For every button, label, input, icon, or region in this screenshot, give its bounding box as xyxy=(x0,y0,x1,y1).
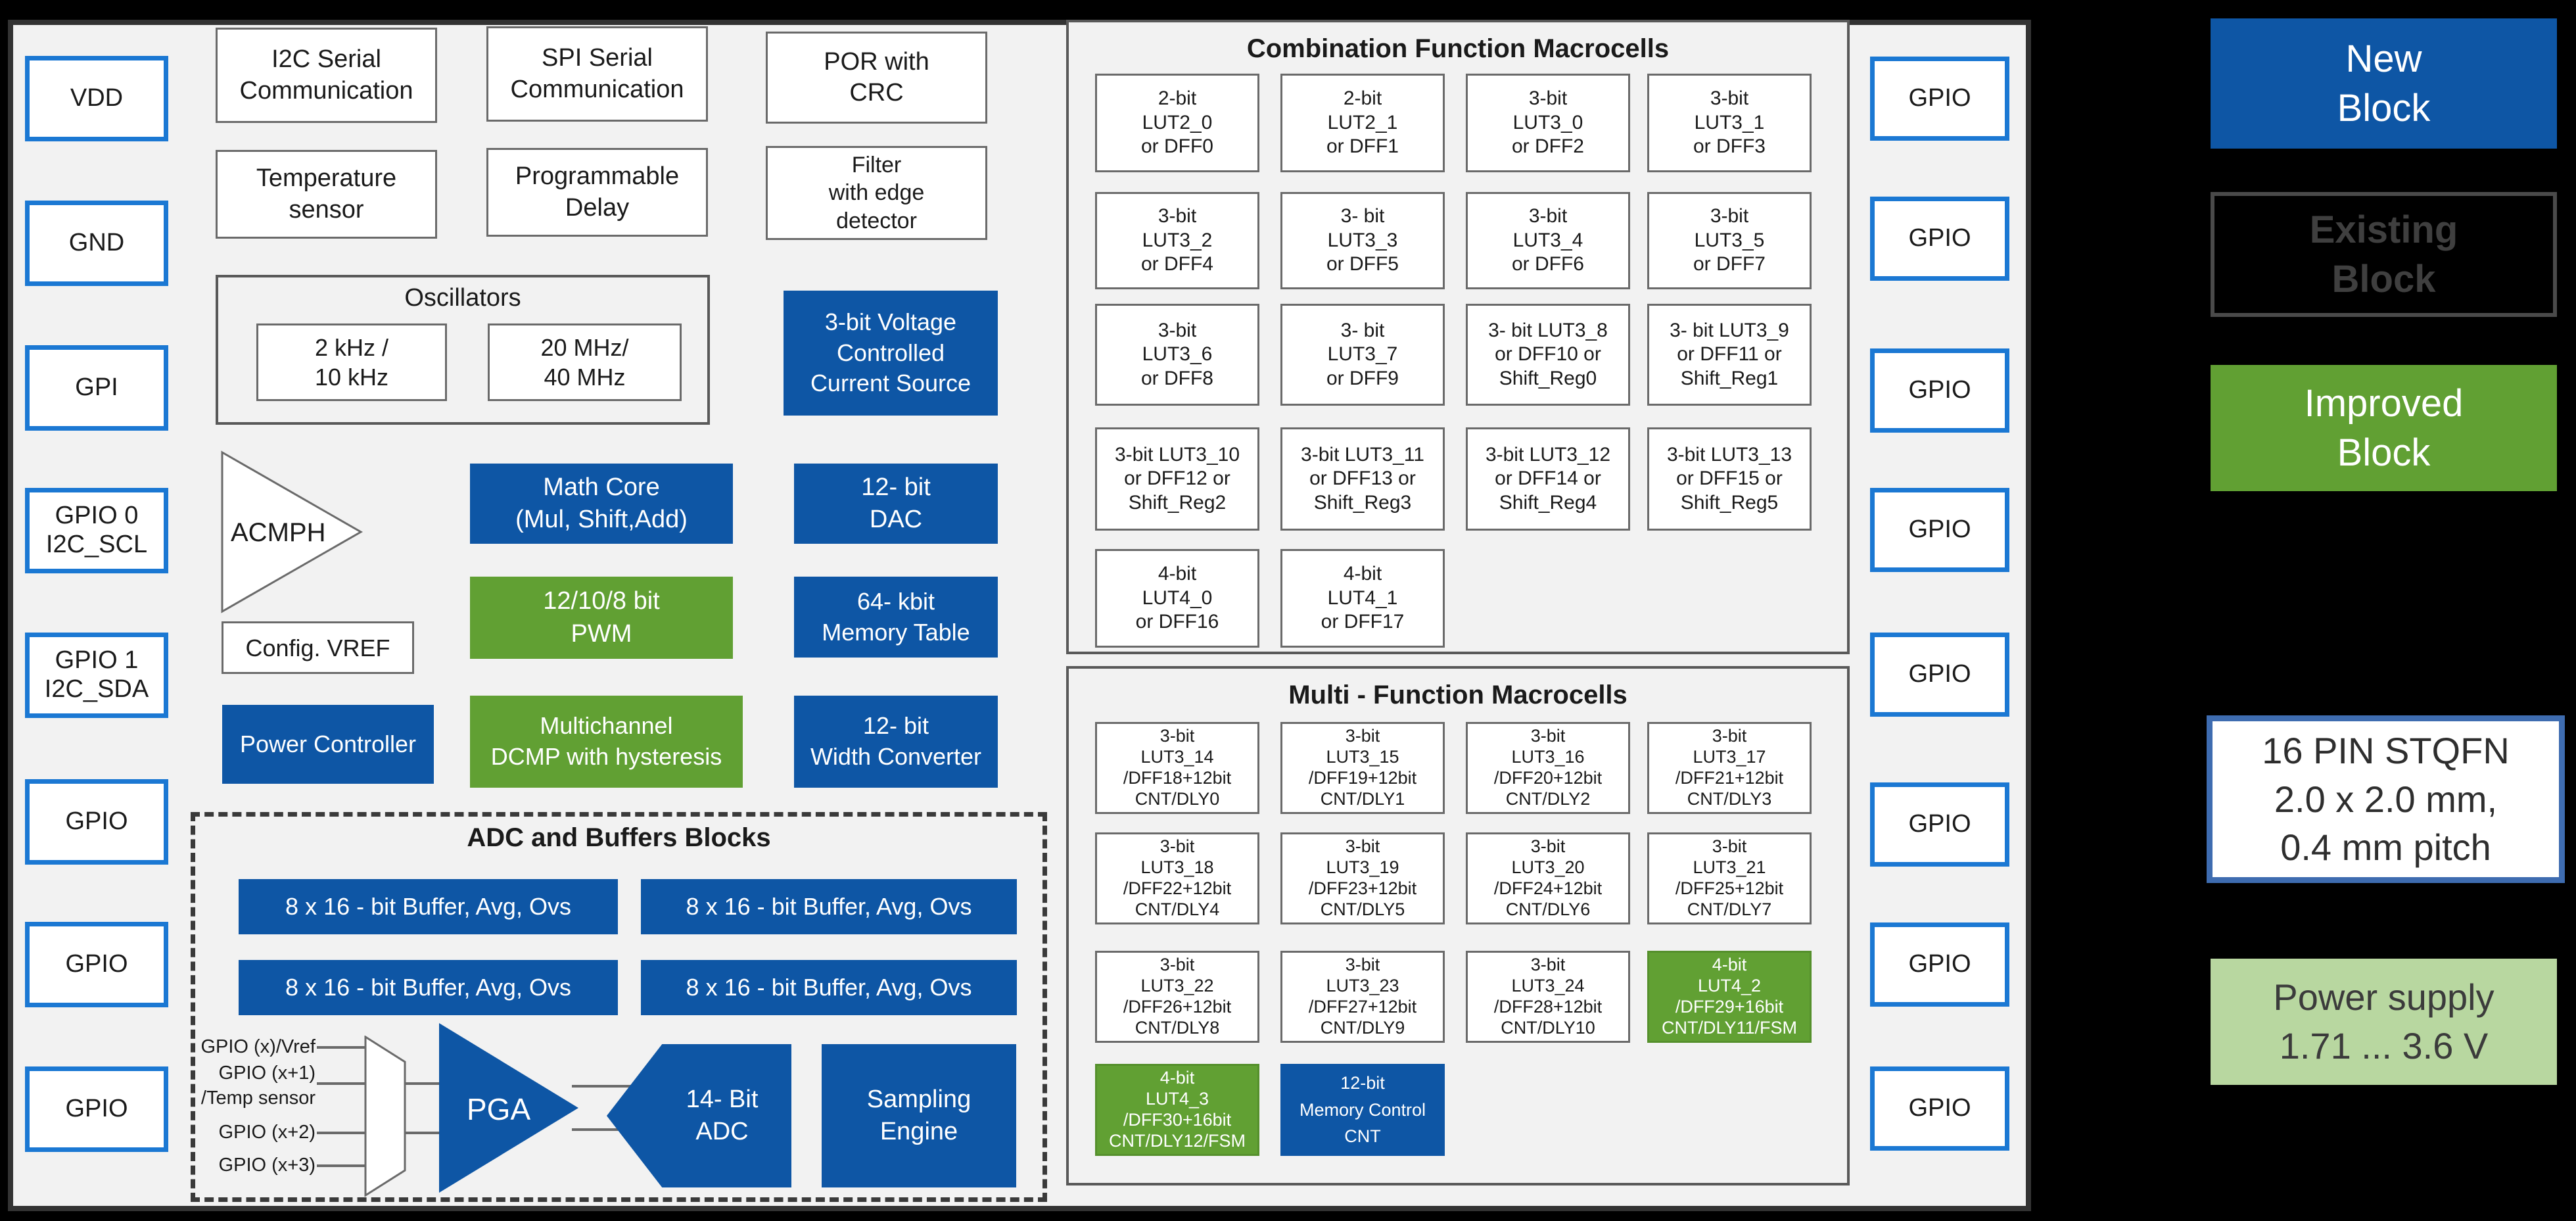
pin-gpio0-i2c-scl: GPIO 0 I2C_SCL xyxy=(25,488,168,573)
macrocell-lut3-21: 3-bit LUT3_21 /DFF25+12bit CNT/DLY7 xyxy=(1647,832,1812,924)
pin-gnd: GND xyxy=(25,201,168,286)
macrocell-lut2-1: 2-bit LUT2_1 or DFF1 xyxy=(1280,74,1445,172)
pin-gpio-right-1: GPIO xyxy=(1870,197,2009,281)
buffer-block-0: 8 x 16 - bit Buffer, Avg, Ovs xyxy=(239,879,618,934)
block-config-vref: Config. VREF xyxy=(222,621,414,674)
adc-buffers-title: ADC and Buffers Blocks xyxy=(467,823,771,852)
pin-gpio-left-7: GPIO xyxy=(25,1066,168,1152)
macrocell-lut3-4: 3-bit LUT3_4 or DFF6 xyxy=(1466,192,1630,289)
block-memory-table: 64- kbit Memory Table xyxy=(794,577,998,658)
acmph-label: ACMPH xyxy=(231,518,325,547)
multi-macrocells-title: Multi - Function Macrocells xyxy=(1288,681,1628,709)
block-power-controller: Power Controller xyxy=(222,705,434,784)
macrocell-lut3-15: 3-bit LUT3_15 /DFF19+12bit CNT/DLY1 xyxy=(1280,722,1445,814)
oscillator-high-freq: 20 MHz/ 40 MHz xyxy=(488,323,682,401)
macrocell-lut3-3: 3- bit LUT3_3 or DFF5 xyxy=(1280,192,1445,289)
macrocell-lut4-2-fsm: 4-bit LUT4_2 /DFF29+16bit CNT/DLY11/FSM xyxy=(1647,951,1812,1043)
pin-vdd: VDD xyxy=(25,56,168,141)
macrocell-lut3-0: 3-bit LUT3_0 or DFF2 xyxy=(1466,74,1630,172)
macrocell-lut3-5: 3-bit LUT3_5 or DFF7 xyxy=(1647,192,1812,289)
macrocell-lut4-3-fsm: 4-bit LUT4_3 /DFF30+16bit CNT/DLY12/FSM xyxy=(1095,1064,1259,1156)
pin-gpio-right-5: GPIO xyxy=(1870,782,2009,867)
macrocell-lut3-1: 3-bit LUT3_1 or DFF3 xyxy=(1647,74,1812,172)
macrocell-lut3-13-shiftreg5: 3-bit LUT3_13 or DFF15 or Shift_Reg5 xyxy=(1647,427,1812,531)
adc-input-gpio-x1: GPIO (x+1) xyxy=(218,1063,316,1084)
macrocell-lut3-23: 3-bit LUT3_23 /DFF27+12bit CNT/DLY9 xyxy=(1280,951,1445,1043)
macrocell-lut3-16: 3-bit LUT3_16 /DFF20+12bit CNT/DLY2 xyxy=(1466,722,1630,814)
macrocell-lut3-9-shiftreg1: 3- bit LUT3_9 or DFF11 or Shift_Reg1 xyxy=(1647,304,1812,406)
pin-gpio-left-5: GPIO xyxy=(25,779,168,865)
wire-input-0 xyxy=(317,1046,365,1049)
macrocell-lut3-19: 3-bit LUT3_19 /DFF23+12bit CNT/DLY5 xyxy=(1280,832,1445,924)
pin-gpio-right-6: GPIO xyxy=(1870,922,2009,1007)
block-filter-edge-detector: Filter with edge detector xyxy=(766,146,987,240)
block-voltage-controlled-current-source: 3-bit Voltage Controlled Current Source xyxy=(784,291,998,416)
block-i2c-serial: I2C Serial Communication xyxy=(216,28,437,123)
macrocell-lut3-20: 3-bit LUT3_20 /DFF24+12bit CNT/DLY6 xyxy=(1466,832,1630,924)
macrocell-lut3-24: 3-bit LUT3_24 /DFF28+12bit CNT/DLY10 xyxy=(1466,951,1630,1043)
pin-gpio-right-0: GPIO xyxy=(1870,57,2009,141)
macrocell-lut3-8-shiftreg0: 3- bit LUT3_8 or DFF10 or Shift_Reg0 xyxy=(1466,304,1630,406)
block-sampling-engine: Sampling Engine xyxy=(822,1044,1016,1187)
macrocell-lut3-10-shiftreg2: 3-bit LUT3_10 or DFF12 or Shift_Reg2 xyxy=(1095,427,1259,531)
legend-power-supply: Power supply 1.71 ... 3.6 V xyxy=(2211,959,2557,1085)
wire-input-1 xyxy=(317,1082,365,1085)
macrocell-lut3-17: 3-bit LUT3_17 /DFF21+12bit CNT/DLY3 xyxy=(1647,722,1812,814)
wire-input-3 xyxy=(317,1164,365,1167)
macrocell-lut3-14: 3-bit LUT3_14 /DFF18+12bit CNT/DLY0 xyxy=(1095,722,1259,814)
wire-pga-adc-1 xyxy=(572,1128,644,1131)
block-spi-serial: SPI Serial Communication xyxy=(486,26,708,122)
combination-macrocells-title: Combination Function Macrocells xyxy=(1246,34,1670,63)
macrocell-memory-control-cnt: 12-bit Memory Control CNT xyxy=(1280,1064,1445,1156)
block-width-converter: 12- bit Width Converter xyxy=(794,696,998,788)
legend-existing-block: Existing Block xyxy=(2211,192,2557,317)
acmph-triangle-shape xyxy=(221,450,363,613)
macrocell-lut3-12-shiftreg4: 3-bit LUT3_12 or DFF14 or Shift_Reg4 xyxy=(1466,427,1630,531)
block-por-crc: POR with CRC xyxy=(766,32,987,124)
macrocell-lut3-22: 3-bit LUT3_22 /DFF26+12bit CNT/DLY8 xyxy=(1095,951,1259,1043)
adc-input-mux xyxy=(364,1036,406,1197)
pin-gpio-right-7: GPIO xyxy=(1870,1066,2009,1151)
buffer-block-3: 8 x 16 - bit Buffer, Avg, Ovs xyxy=(641,960,1017,1015)
pin-gpi: GPI xyxy=(25,345,168,431)
legend-package-info: 16 PIN STQFN 2.0 x 2.0 mm, 0.4 mm pitch xyxy=(2207,715,2565,883)
wire-mux-pga-0 xyxy=(405,1082,444,1085)
buffer-block-2: 8 x 16 - bit Buffer, Avg, Ovs xyxy=(239,960,618,1015)
wire-mux-pga-1 xyxy=(405,1132,444,1134)
block-multichannel-dcmp: Multichannel DCMP with hysteresis xyxy=(470,696,743,788)
pin-gpio-right-4: GPIO xyxy=(1870,633,2009,717)
block-temperature-sensor: Temperature sensor xyxy=(216,150,437,239)
wire-input-2 xyxy=(317,1132,365,1134)
wire-pga-adc-0 xyxy=(572,1085,644,1088)
macrocell-lut3-2: 3-bit LUT3_2 or DFF4 xyxy=(1095,192,1259,289)
oscillators-title: Oscillators xyxy=(404,284,521,312)
pga-label: PGA xyxy=(467,1092,531,1126)
block-pwm: 12/10/8 bit PWM xyxy=(470,577,733,659)
macrocell-lut2-0: 2-bit LUT2_0 or DFF0 xyxy=(1095,74,1259,172)
buffer-block-1: 8 x 16 - bit Buffer, Avg, Ovs xyxy=(641,879,1017,934)
macrocell-lut3-7: 3- bit LUT3_7 or DFF9 xyxy=(1280,304,1445,406)
adc-input-gpio-x2: GPIO (x+2) xyxy=(218,1122,316,1143)
block-dac: 12- bit DAC xyxy=(794,464,998,544)
macrocell-lut3-11-shiftreg3: 3-bit LUT3_11 or DFF13 or Shift_Reg3 xyxy=(1280,427,1445,531)
macrocell-lut4-1: 4-bit LUT4_1 or DFF17 xyxy=(1280,549,1445,648)
block-math-core: Math Core (Mul, Shift,Add) xyxy=(470,464,733,544)
adc-input-temp-sensor: /Temp sensor xyxy=(200,1088,316,1109)
macrocell-lut3-18: 3-bit LUT3_18 /DFF22+12bit CNT/DLY4 xyxy=(1095,832,1259,924)
acmph-comparator: ACMPH xyxy=(221,450,363,613)
pin-gpio-right-3: GPIO xyxy=(1870,488,2009,572)
block-programmable-delay: Programmable Delay xyxy=(486,148,708,237)
legend-improved-block: Improved Block xyxy=(2211,365,2557,491)
pin-gpio1-i2c-sda: GPIO 1 I2C_SDA xyxy=(25,633,168,718)
pin-gpio-right-2: GPIO xyxy=(1870,348,2009,433)
macrocell-lut4-0: 4-bit LUT4_0 or DFF16 xyxy=(1095,549,1259,648)
adc-input-gpio-x-vref: GPIO (x)/Vref xyxy=(200,1036,316,1057)
mux-shape xyxy=(364,1036,406,1197)
pin-gpio-left-6: GPIO xyxy=(25,922,168,1007)
adc-input-gpio-x3: GPIO (x+3) xyxy=(218,1155,316,1176)
legend-new-block: New Block xyxy=(2211,18,2557,149)
macrocell-lut3-6: 3-bit LUT3_6 or DFF8 xyxy=(1095,304,1259,406)
oscillator-low-freq: 2 kHz / 10 kHz xyxy=(256,323,447,401)
